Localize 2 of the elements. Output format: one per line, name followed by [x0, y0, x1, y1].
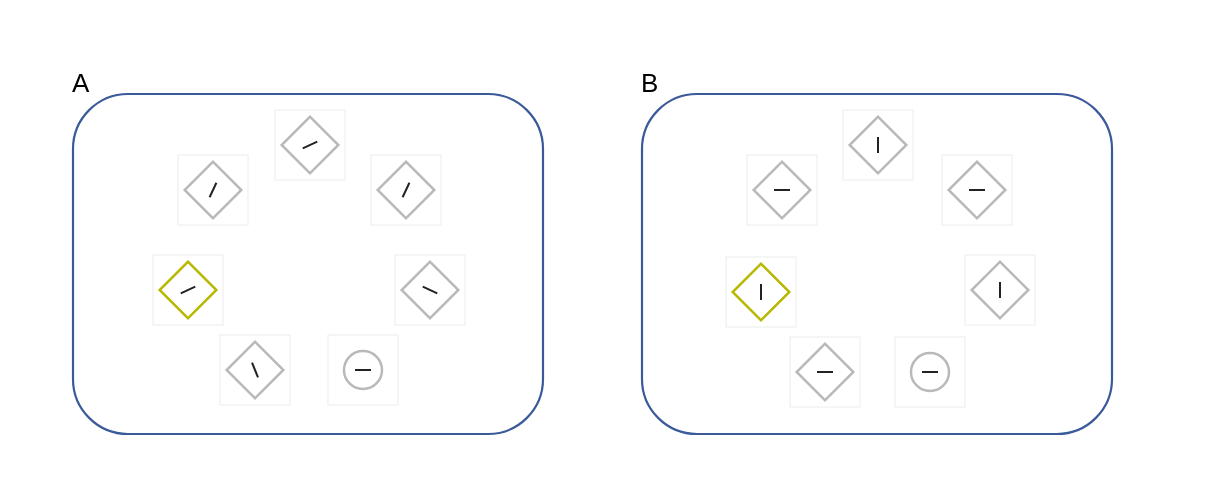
panel-letter: B — [641, 68, 659, 98]
panel-letter: A — [72, 68, 90, 98]
